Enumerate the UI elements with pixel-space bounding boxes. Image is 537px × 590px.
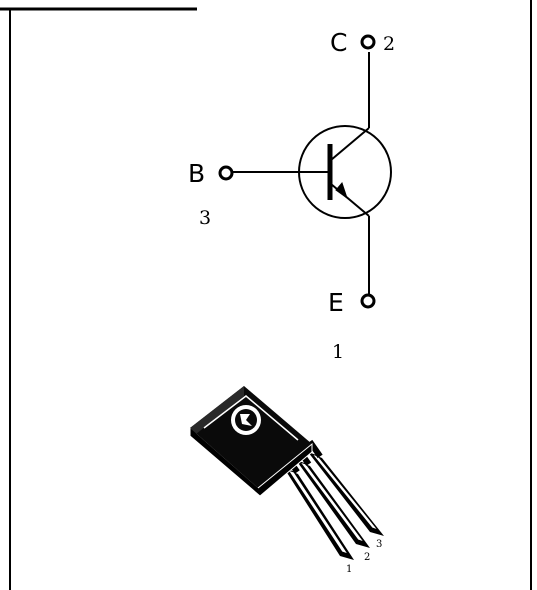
collector-leg (330, 127, 370, 161)
emitter-arrow (335, 182, 348, 200)
collector-letter: C (330, 28, 347, 57)
package-leads (282, 439, 384, 560)
emitter-pin-number: 1 (332, 341, 344, 363)
npn-transistor-symbol (233, 52, 392, 294)
emitter-terminal (360, 293, 376, 309)
package-top-bevel (190, 386, 244, 434)
emitter-letter: E (328, 288, 344, 317)
package-highlight-edge (203, 395, 299, 441)
base-letter: B (188, 159, 205, 188)
package-side-face (189, 428, 313, 497)
package-pin-label-3: 3 (376, 539, 382, 550)
to126-package-drawing: 1 2 3 (189, 386, 384, 575)
collector-pin-number: 2 (383, 33, 395, 55)
lead-1 (286, 469, 350, 555)
lead-2 (298, 461, 366, 543)
logo-mark (240, 414, 252, 426)
base-terminal (218, 165, 234, 181)
package-pin-label-1: 1 (346, 564, 352, 575)
collector-terminal (360, 34, 376, 50)
package-pin-label-2: 2 (364, 552, 370, 563)
base-pin-number: 3 (199, 207, 211, 229)
